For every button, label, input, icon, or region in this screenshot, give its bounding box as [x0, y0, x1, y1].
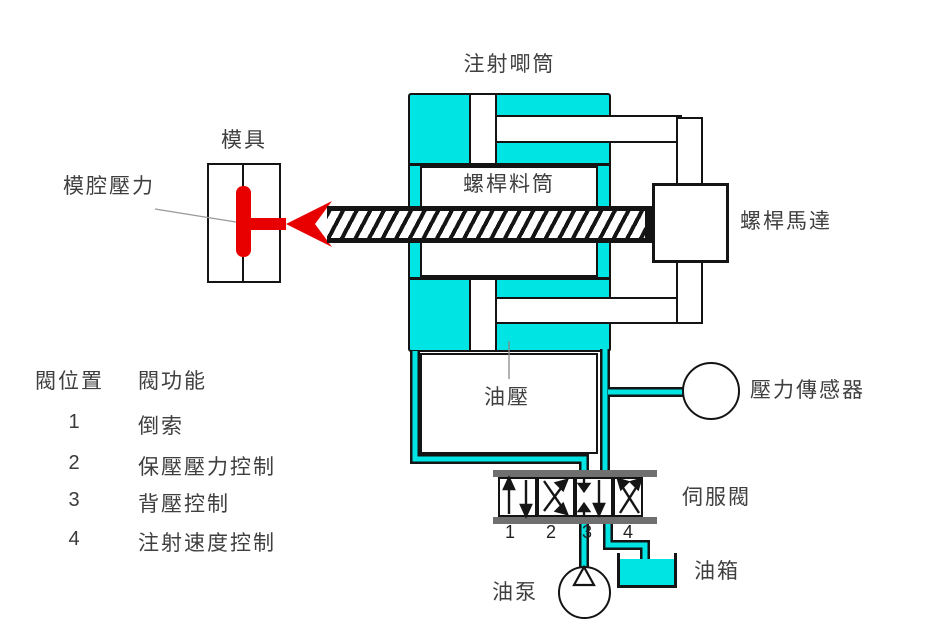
- servo-valve-label: 伺服閥: [682, 486, 751, 509]
- valve-port-4-number: 4: [622, 522, 633, 542]
- oil-pressure-label: 油壓: [484, 386, 530, 409]
- injection-cylinder-label: 注射唧筒: [463, 53, 556, 76]
- screw-shaft: [327, 206, 656, 243]
- mold-parting-line: [242, 165, 244, 281]
- melt-flow-arrow: [286, 201, 332, 247]
- oil-tank-label: 油箱: [694, 560, 740, 583]
- mold-box: [207, 163, 281, 283]
- valve-port-3-number: 3: [581, 522, 592, 542]
- valve-rail-bottom: [493, 517, 657, 524]
- valve-port-1-number: 1: [504, 522, 515, 542]
- row-3-position: 3: [68, 489, 80, 511]
- row-2-function: 保壓壓力控制: [138, 456, 276, 479]
- oil-tank-container: [617, 553, 677, 588]
- pressure-sensor-circle: [682, 362, 740, 420]
- oil-tank-liquid: [620, 559, 674, 585]
- valve-position-1-box: [498, 477, 537, 517]
- valve-position-2-box: [537, 477, 575, 517]
- screw-barrel-label: 螺桿料筒: [463, 173, 555, 196]
- piston-rod-top: [495, 115, 682, 143]
- piston-rod-bottom: [495, 297, 682, 324]
- cylinder-cap-line-bottom: [408, 277, 611, 280]
- cavity-pressure-label: 模腔壓力: [63, 175, 155, 198]
- row-3-function: 背壓控制: [138, 493, 230, 516]
- valve-port-2-number: 2: [545, 522, 556, 542]
- table-header-function: 閥功能: [138, 370, 207, 393]
- valve-rail-top: [493, 470, 657, 477]
- screw-motor-label: 螺桿馬達: [740, 210, 832, 233]
- row-1-function: 倒索: [138, 415, 184, 438]
- row-1-position: 1: [68, 411, 80, 433]
- oil-pump-circle: [558, 566, 611, 619]
- row-2-position: 2: [68, 452, 80, 474]
- table-header-position: 閥位置: [35, 370, 104, 393]
- valve-position-3-box: [575, 477, 613, 517]
- valve-position-4-box: [613, 477, 643, 517]
- cylinder-cap-line-top: [408, 163, 611, 166]
- screw-motor-box: [652, 183, 729, 263]
- pressure-sensor-label: 壓力傳感器: [750, 379, 865, 402]
- row-4-position: 4: [68, 528, 80, 550]
- row-4-function: 注射速度控制: [138, 532, 276, 555]
- oil-pump-label: 油泵: [492, 581, 538, 604]
- mold-label: 模具: [221, 129, 267, 152]
